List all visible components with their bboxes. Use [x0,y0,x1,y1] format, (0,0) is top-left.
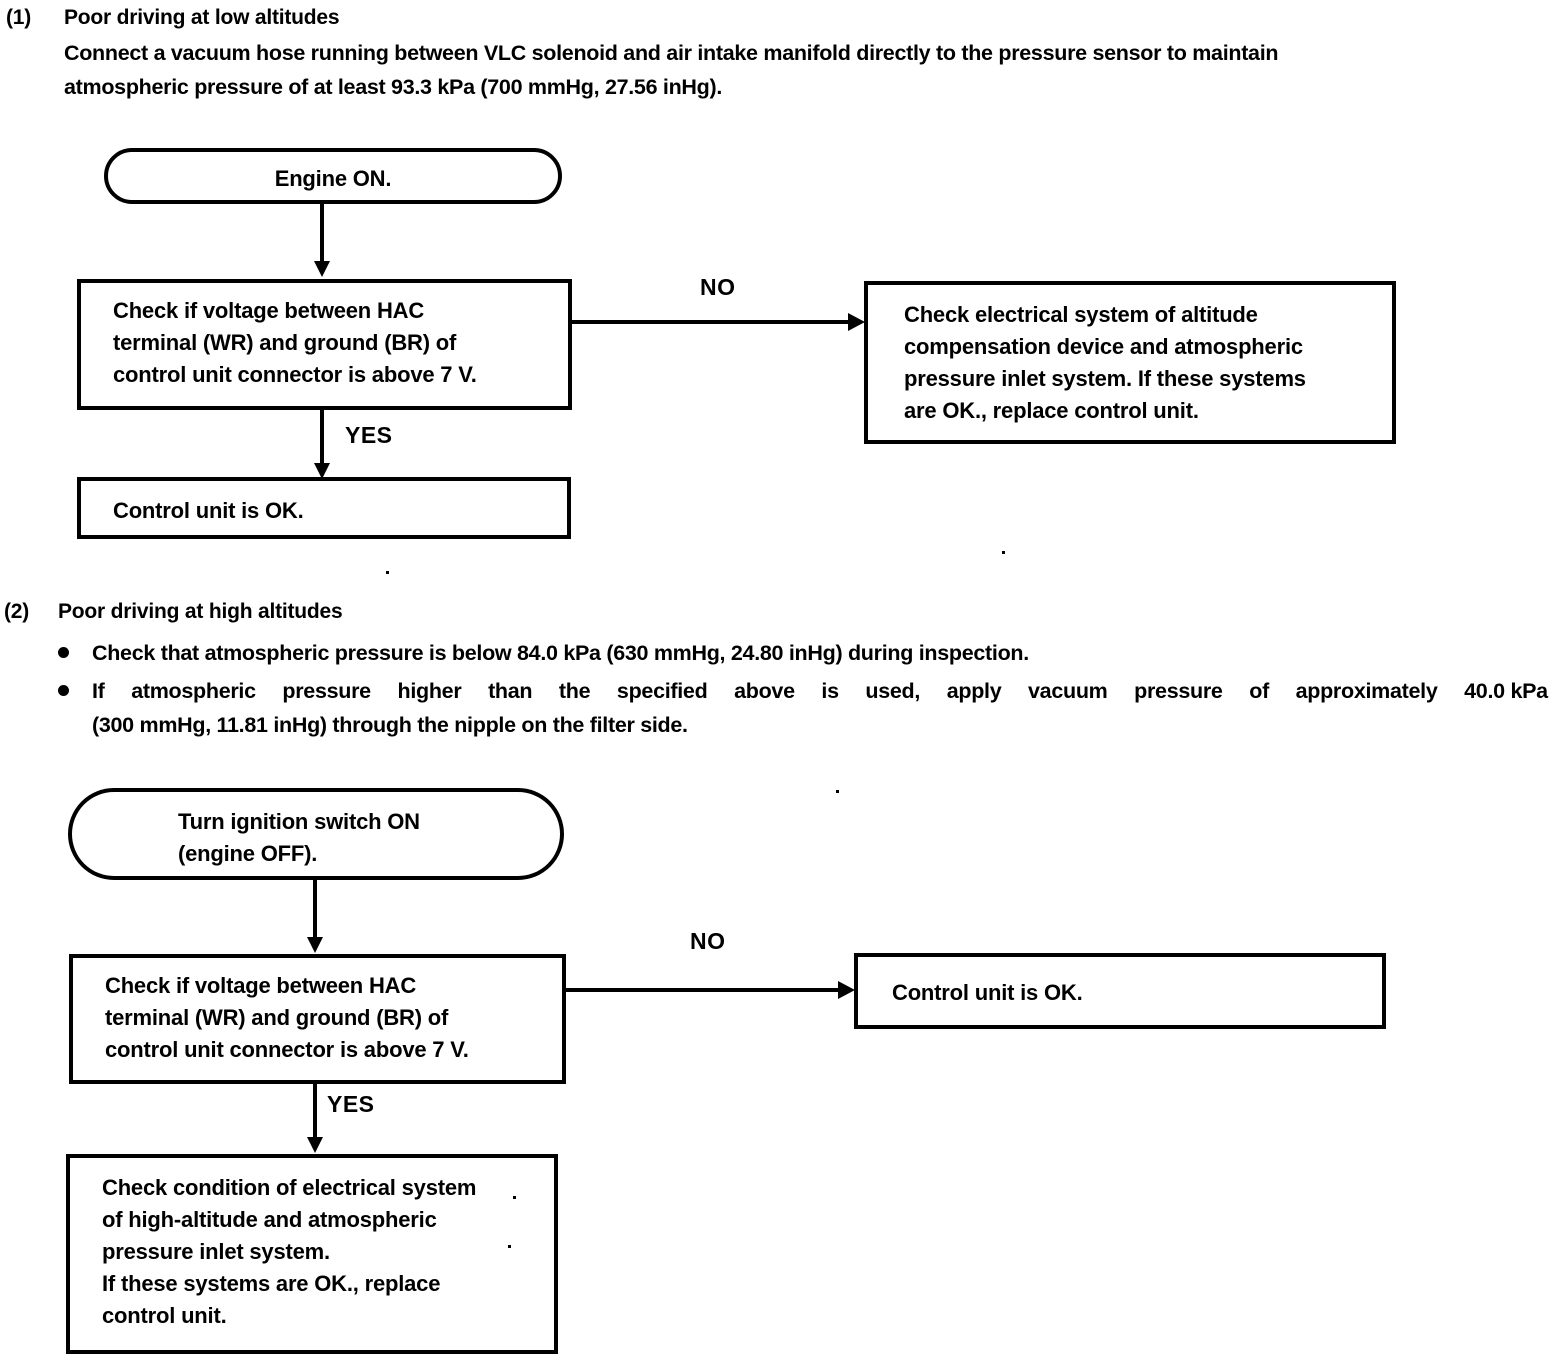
flow1-yes-result-node: Control unit is OK. [77,477,571,539]
justified-word: approximately [1295,679,1438,703]
bullet-dot-icon [58,647,69,658]
flow2-yes-result-line-4: If these systems are OK., replace [102,1271,441,1296]
justified-word: 40.0 kPa [1464,679,1548,703]
justified-word: specified [616,679,708,703]
section-2-bullet-1-text: Check that atmospheric pressure is below… [92,641,1029,665]
flow1-start-label: Engine ON. [274,166,392,191]
section-1-number: (1) [6,6,32,29]
flow1-yes-result-label: Control unit is OK. [113,498,304,523]
flow1-no-result-text: Check electrical system of altitude comp… [904,299,1382,427]
flow1-no-result-line-4: are OK., replace control unit. [904,398,1199,423]
justified-word: atmospheric [131,679,256,703]
flow2-yes-result-line-2: of high-altitude and atmospheric [102,1207,437,1232]
flow1-yes-label: YES [345,422,393,448]
justified-word: above [734,679,795,703]
justified-word: the [558,679,591,703]
flow2-yes-result-line-5: control unit. [102,1303,227,1328]
justified-word: vacuum [1028,679,1108,703]
section-1-paragraph-line-2: atmospheric pressure of at least 93.3 kP… [64,75,723,99]
section-2-bullet-2-line-1: If atmospheric pressure higher than the specif… [92,674,1548,708]
flow2-decision-line-3: control unit connector is above 7 V. [105,1037,469,1062]
flow1-connector-yes [320,410,324,472]
flow1-arrow-no-icon [848,313,865,331]
flow1-decision-text: Check if voltage between HAC terminal (W… [113,295,558,391]
justified-word: pressure [1134,679,1223,703]
flow1-decision-line-1: Check if voltage between HAC [113,298,425,323]
section-1-title: Poor driving at low altitudes [64,6,340,29]
flow1-connector-start-to-decision [320,204,324,264]
flow1-no-result-line-2: compensation device and atmospheric [904,334,1303,359]
section-2-bullet-2: If atmospheric pressure higher than the specif… [58,674,1548,742]
flow1-decision-line-3: control unit connector is above 7 V. [113,362,477,387]
section-1-paragraph-line-1: Connect a vacuum hose running between VL… [64,41,1279,65]
flow2-decision-line-1: Check if voltage between HAC [105,973,417,998]
flow1-connector-no [570,320,860,324]
flow2-arrow-no-icon [838,981,855,999]
flow2-start-node: Turn ignition switch ON (engine OFF). [68,788,564,880]
flow2-decision-line-2: terminal (WR) and ground (BR) of [105,1005,449,1030]
section-1-paragraph: Connect a vacuum hose running between VL… [64,36,1564,104]
flow2-start-line-1: Turn ignition switch ON [178,809,420,834]
flow2-yes-result-line-3: pressure inlet system. [102,1239,330,1264]
justified-word: higher [397,679,462,703]
justified-word: of [1249,679,1269,703]
flow2-start-text: Turn ignition switch ON (engine OFF). [178,806,550,870]
section-2-bullet-2-line-2: (300 mmHg, 11.81 inHg) through the nippl… [92,713,688,737]
flow1-arrow-start-to-decision-icon [314,261,330,277]
section-2-title: Poor driving at high altitudes [58,600,343,623]
justified-word: is [821,679,839,703]
flow1-no-result-line-1: Check electrical system of altitude [904,302,1258,327]
flow2-start-line-2: (engine OFF). [178,841,318,866]
scan-speck [508,1245,511,1248]
flow1-no-result-node: Check electrical system of altitude comp… [864,281,1396,444]
flow2-yes-result-node: Check condition of electrical system of … [66,1154,558,1354]
justified-word: used, [865,679,921,703]
flow2-connector-yes [313,1084,317,1144]
flow2-arrow-start-to-decision-icon [307,937,323,953]
scan-speck [1002,551,1005,554]
flow2-yes-result-text: Check condition of electrical system of … [102,1172,544,1332]
flow1-start-node: Engine ON. [104,148,562,204]
justified-word: If [92,679,105,703]
justified-word: than [488,679,533,703]
flow2-no-result-node: Control unit is OK. [854,953,1386,1029]
flow2-yes-label: YES [327,1091,375,1117]
bullet-dot-icon [58,685,69,696]
flow1-no-result-line-3: pressure inlet system. If these systems [904,366,1306,391]
justified-word: apply [946,679,1002,703]
flow2-connector-no [564,988,850,992]
flow1-decision-line-2: terminal (WR) and ground (BR) of [113,330,457,355]
flow2-no-label: NO [690,928,726,954]
flow2-connector-start-to-decision [313,880,317,940]
justified-word: pressure [282,679,371,703]
flow2-no-result-label: Control unit is OK. [892,980,1083,1005]
scan-speck [836,790,839,793]
flow1-decision-node: Check if voltage between HAC terminal (W… [77,279,572,410]
flow2-decision-node: Check if voltage between HAC terminal (W… [69,954,566,1084]
flow2-decision-text: Check if voltage between HAC terminal (W… [105,970,552,1066]
flow1-arrow-yes-icon [314,463,330,479]
flow2-yes-result-line-1: Check condition of electrical system [102,1175,477,1200]
scan-speck [386,571,389,574]
flow1-no-label: NO [700,274,736,300]
section-2-bullet-2-text: If atmospheric pressure higher than the specif… [92,674,1548,742]
section-2-number: (2) [4,600,30,623]
section-2-bullet-1: Check that atmospheric pressure is below… [58,636,1258,670]
scan-speck [513,1196,516,1199]
flow2-arrow-yes-icon [307,1137,323,1153]
